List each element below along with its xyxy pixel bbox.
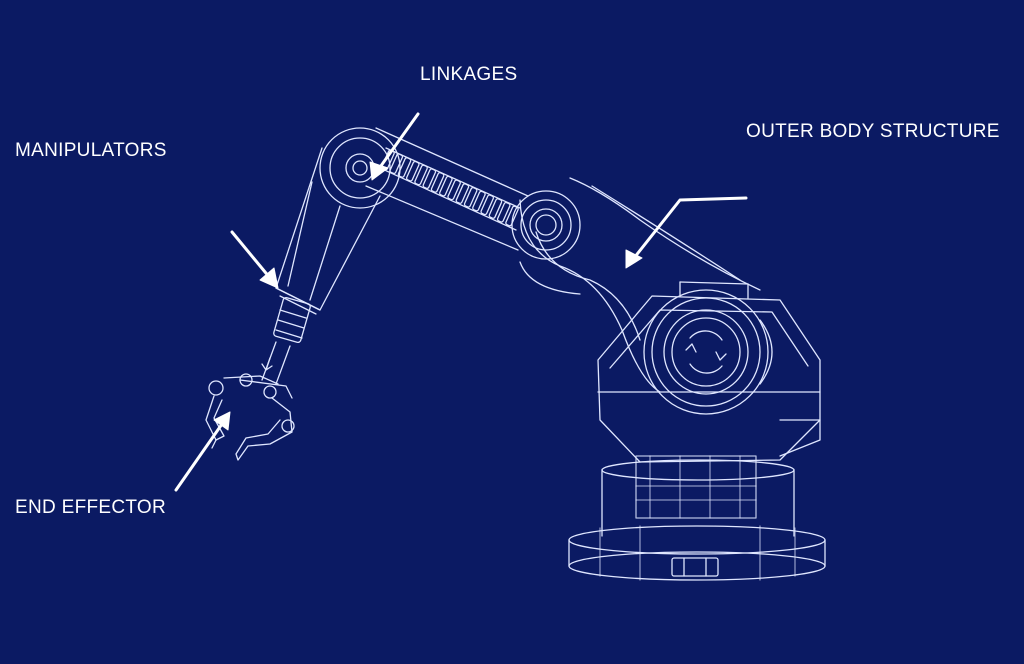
forearm-rib xyxy=(405,160,420,182)
forearm-rib xyxy=(488,198,503,219)
end-effector-label: END EFFECTOR xyxy=(15,497,167,518)
outer-body-structure-label: OUTER BODY STRUCTURE xyxy=(746,121,1000,142)
forearm-rib xyxy=(472,190,486,212)
pointer-arrows xyxy=(174,112,748,492)
forearm-rib xyxy=(505,205,519,227)
forearm-link xyxy=(365,127,529,251)
base-platform xyxy=(568,525,826,581)
upper-arm-link xyxy=(519,177,761,393)
forearm-rib xyxy=(447,179,461,201)
manipulator-arm xyxy=(275,147,381,315)
elbow-joint xyxy=(511,190,581,260)
forearm-rib xyxy=(389,153,404,175)
outer-body-arrow xyxy=(625,196,748,269)
end-effector-arrow xyxy=(174,411,231,492)
forearm-rib xyxy=(422,168,437,190)
manipulators-label: MANIPULATORS xyxy=(15,140,167,161)
forearm-rib xyxy=(430,172,445,193)
forearm-ribs xyxy=(381,149,519,227)
forearm-rib xyxy=(414,164,428,186)
linkages-label: LINKAGES xyxy=(420,64,518,85)
forearm-rib xyxy=(496,201,511,223)
turret-column xyxy=(601,455,795,537)
shoulder-joint xyxy=(643,289,773,415)
forearm-rib xyxy=(480,194,495,216)
forearm-rib xyxy=(439,175,453,197)
forearm-rib xyxy=(463,186,478,208)
shoulder-housing xyxy=(597,281,821,463)
forearm-rib xyxy=(455,183,470,204)
linkages-arrow xyxy=(369,112,420,181)
manipulators-arrow xyxy=(230,230,279,289)
forearm-rib xyxy=(397,157,412,178)
wrist-coupling xyxy=(261,296,311,385)
gripper xyxy=(205,373,295,461)
